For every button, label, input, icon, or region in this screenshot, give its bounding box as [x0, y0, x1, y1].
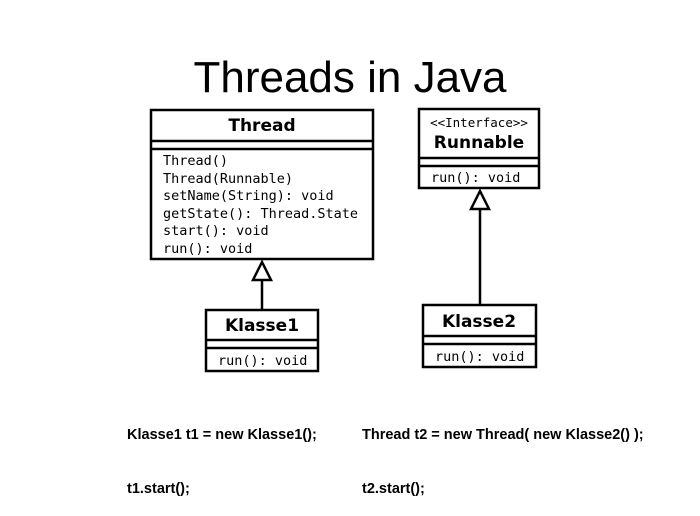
- page-title: Threads in Java: [193, 53, 507, 102]
- inheritance-arrow-klasse1-thread: [250, 259, 274, 310]
- code-line: Klasse1 t1 = new Klasse1();: [127, 427, 317, 443]
- realization-arrow-klasse2-runnable: [468, 188, 492, 305]
- thread-method: getState(): Thread.State: [163, 206, 358, 222]
- code-line: Thread t2 = new Thread( new Klasse2() );: [362, 427, 644, 443]
- runnable-stereotype: <<Interface>>: [430, 115, 528, 130]
- class-thread-name: Thread: [228, 116, 295, 136]
- code-snippet-left: Klasse1 t1 = new Klasse1(); t1.start();: [127, 390, 317, 516]
- thread-method: Thread(Runnable): [163, 171, 293, 187]
- uml-class-diagram: Thread Thread() Thread(Runnable) setName…: [149, 107, 541, 373]
- class-klasse2-name: Klasse2: [442, 312, 516, 332]
- interface-runnable: [417, 107, 541, 190]
- class-thread: [149, 108, 375, 261]
- thread-method: start(): void: [163, 223, 269, 239]
- thread-method: run(): void: [163, 241, 252, 257]
- code-snippet-right: Thread t2 = new Thread( new Klasse2() );…: [362, 390, 644, 516]
- runnable-method: run(): void: [431, 170, 520, 186]
- code-line: t2.start();: [362, 481, 425, 497]
- class-klasse1-name: Klasse1: [225, 316, 299, 336]
- code-line: t1.start();: [127, 481, 190, 497]
- class-klasse1: [204, 308, 320, 373]
- thread-method: Thread(): [163, 153, 228, 169]
- klasse2-method: run(): void: [435, 349, 524, 365]
- interface-runnable-name: Runnable: [434, 133, 524, 153]
- klasse1-method: run(): void: [218, 353, 307, 369]
- thread-method: setName(String): void: [163, 188, 334, 204]
